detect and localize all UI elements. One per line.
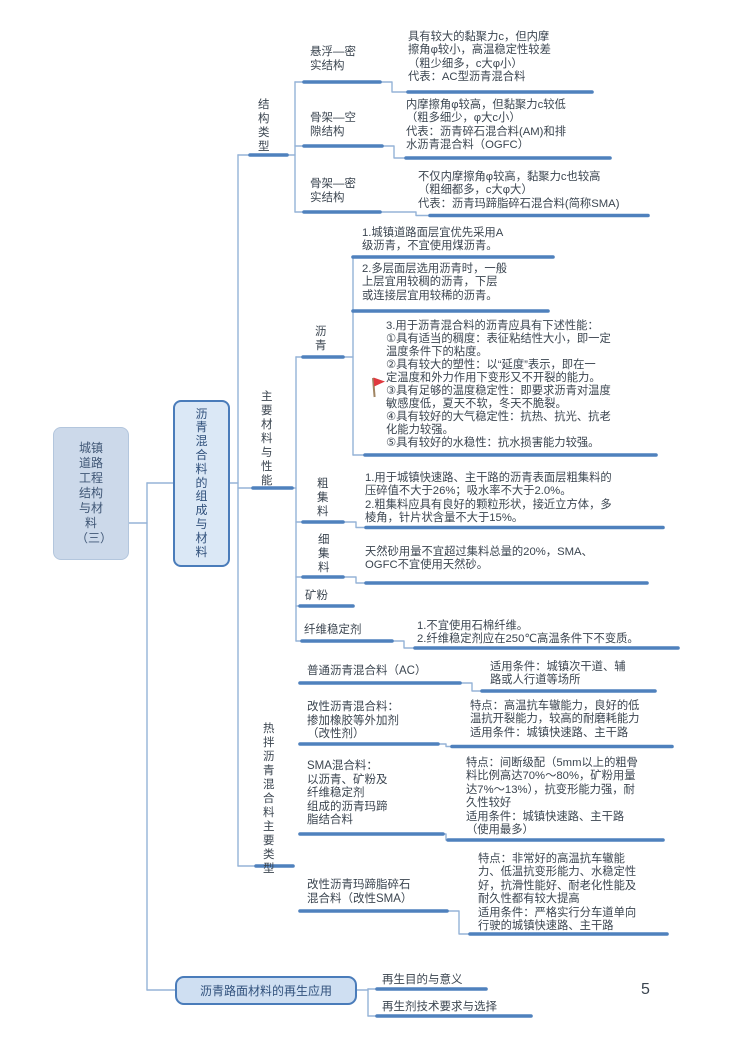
topic-fine-aggregate[interactable]: 细集料 xyxy=(318,534,330,574)
topic-pavement-recycling[interactable]: 沥青路面材料的再生应用 xyxy=(175,976,357,1005)
topic-modified-sma[interactable]: 改性沥青玛蹄脂碎石 混合料（改性SMA） xyxy=(307,879,413,905)
note-coarse-aggregate[interactable]: 1.用于城镇快速路、主干路的沥青表面层粗集料的 压碎值不大于26%；吸水率不大于… xyxy=(365,472,612,525)
note-modified-sma[interactable]: 特点：非常好的高温抗车辙能 力、低温抗变形能力、水稳定性 好，抗滑性能好、耐老化… xyxy=(478,853,637,933)
topic-skeleton-void[interactable]: 骨架—空隙结构 xyxy=(310,112,356,138)
page-number: 5 xyxy=(641,981,650,998)
note-asphalt-3[interactable]: 3.用于沥青混合料的沥青应具有下述性能： ①具有适当的稠度：表征粘结性大小，即一… xyxy=(386,320,611,449)
note-suspension-dense[interactable]: 具有较大的黏聚力c，但内摩 擦角φ较小，高温稳定性较差 （粗少细多，c大φ小） … xyxy=(408,31,551,84)
topic-recycle-agent[interactable]: 再生剂技术要求与选择 xyxy=(382,1001,497,1013)
topic-coarse-aggregate[interactable]: 粗集料 xyxy=(317,478,329,518)
branch-hotmix-types[interactable]: 热拌沥青混合料主要类型 xyxy=(263,723,275,875)
note-asphalt-1[interactable]: 1.城镇道路面层宜优先采用A 级沥青，不宜使用煤沥青。 xyxy=(362,227,504,253)
topic-skeleton-dense[interactable]: 骨架—密实结构 xyxy=(310,178,356,204)
branch-main-materials[interactable]: 主要材料与性能 xyxy=(261,391,273,487)
note-modified-asphalt[interactable]: 特点：高温抗车辙能力，良好的低 温抗开裂能力，较高的耐磨耗能力 适用条件：城镇快… xyxy=(470,700,640,739)
topic-modified-asphalt[interactable]: 改性沥青混合料： 掺加橡胶等外加剂 （改性剂） xyxy=(307,701,399,740)
topic-recycle-purpose[interactable]: 再生目的与意义 xyxy=(382,974,463,986)
red-flag-icon[interactable] xyxy=(371,377,386,398)
root-topic[interactable]: 城镇道路工程结构与材料（三） xyxy=(53,427,129,560)
main-topic-label: 沥青混合料的组成与材料 xyxy=(195,406,208,559)
topic-asphalt[interactable]: 沥青 xyxy=(315,326,327,352)
note-ac-mixture[interactable]: 适用条件：城镇次干道、辅 路或人行道等场所 xyxy=(490,661,626,687)
note-asphalt-2[interactable]: 2.多层面层选用沥青时，一般 上层宜用较稠的沥青，下层 或连接层宜用较稀的沥青。 xyxy=(362,263,507,302)
topic-mineral-powder[interactable]: 矿粉 xyxy=(305,590,328,602)
topic-ac-mixture[interactable]: 普通沥青混合料（AC） xyxy=(307,665,427,677)
topic-suspension-dense[interactable]: 悬浮—密实结构 xyxy=(310,46,356,72)
topic-fiber-stabilizer[interactable]: 纤维稳定剂 xyxy=(304,624,362,636)
note-fiber-stabilizer[interactable]: 1.不宜使用石棉纤维。 2.纤维稳定剂应在250℃高温条件下不变质。 xyxy=(417,620,639,646)
note-skeleton-dense[interactable]: 不仅内摩擦角φ较高，黏聚力c也较高 （粗细都多，c大φ大） 代表：沥青玛蹄脂碎石… xyxy=(418,171,620,210)
branch-structure-types[interactable]: 结构类型 xyxy=(258,99,270,153)
main-topic-asphalt-mixture[interactable]: 沥青混合料的组成与材料 xyxy=(173,400,230,567)
note-sma-mixture[interactable]: 特点：间断级配（5mm以上的粗骨 料比例高达70%～80%，矿粉用量 达7%～1… xyxy=(466,757,638,837)
root-topic-label: 城镇道路工程结构与材料（三） xyxy=(76,441,113,545)
topic-sma-mixture[interactable]: SMA混合料： 以沥青、矿粉及 纤维稳定剂 组成的沥青玛蹄 脂结合料 xyxy=(307,760,388,826)
note-fine-aggregate[interactable]: 天然砂用量不宜超过集料总量的20%，SMA、 OGFC不宜使用天然砂。 xyxy=(365,546,593,572)
note-skeleton-void[interactable]: 内摩擦角φ较高，但黏聚力c较低 （粗多细少，φ大c小） 代表：沥青碎石混合料(A… xyxy=(406,99,567,152)
